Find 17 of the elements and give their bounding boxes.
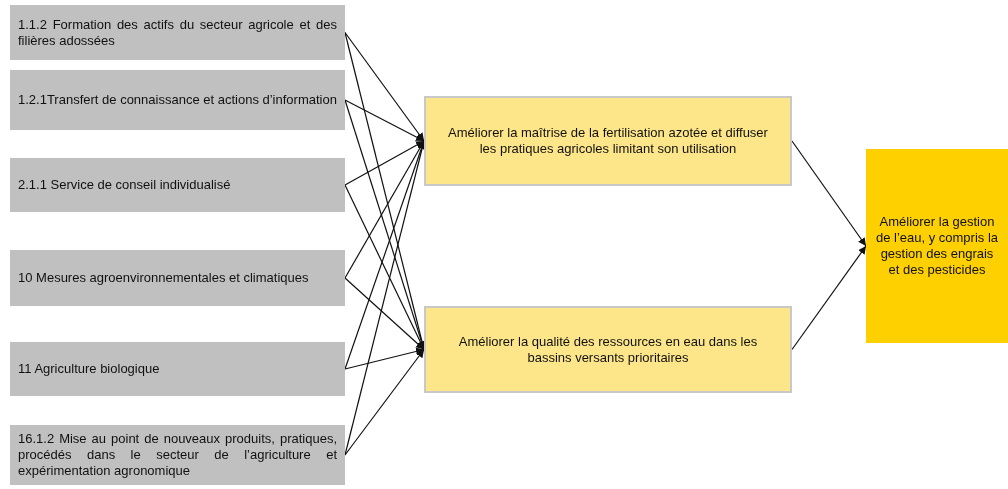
arrow	[344, 99, 425, 142]
arrow	[791, 245, 867, 351]
measure-box: 1.1.2 Formation des actifs du secteur agricole et des filières adossées	[10, 5, 345, 60]
arrow	[791, 140, 867, 247]
arrow	[344, 277, 425, 351]
measure-box: 10 Mesures agroenvironnementales et climatiques	[10, 250, 345, 306]
goal-box: Améliorer la gestion de l’eau, y compris la gestion des engrais et des pesticides	[866, 149, 1008, 343]
measure-box: 11 Agriculture biologique	[10, 342, 345, 396]
objective-box: Améliorer la maîtrise de la fertilisation azotée et diffuser les pratiques agricoles limitant son utilisation	[424, 96, 792, 186]
measure-box: 2.1.1 Service de conseil individualisé	[10, 158, 345, 212]
objective-box: Améliorer la qualité des ressources en eau dans les bassins versants prioritaires	[424, 306, 792, 393]
measure-box: 16.1.2 Mise au point de nouveaux produits, pratiques, procédés dans le secteur de l’agriculture et expérimentation agronomique	[10, 425, 345, 485]
measure-box: 1.2.1Transfert de connaissance et actions d’information	[10, 70, 345, 130]
arrow	[344, 140, 425, 186]
arrow	[344, 347, 425, 370]
arrow	[344, 31, 425, 142]
arrow	[344, 348, 425, 456]
